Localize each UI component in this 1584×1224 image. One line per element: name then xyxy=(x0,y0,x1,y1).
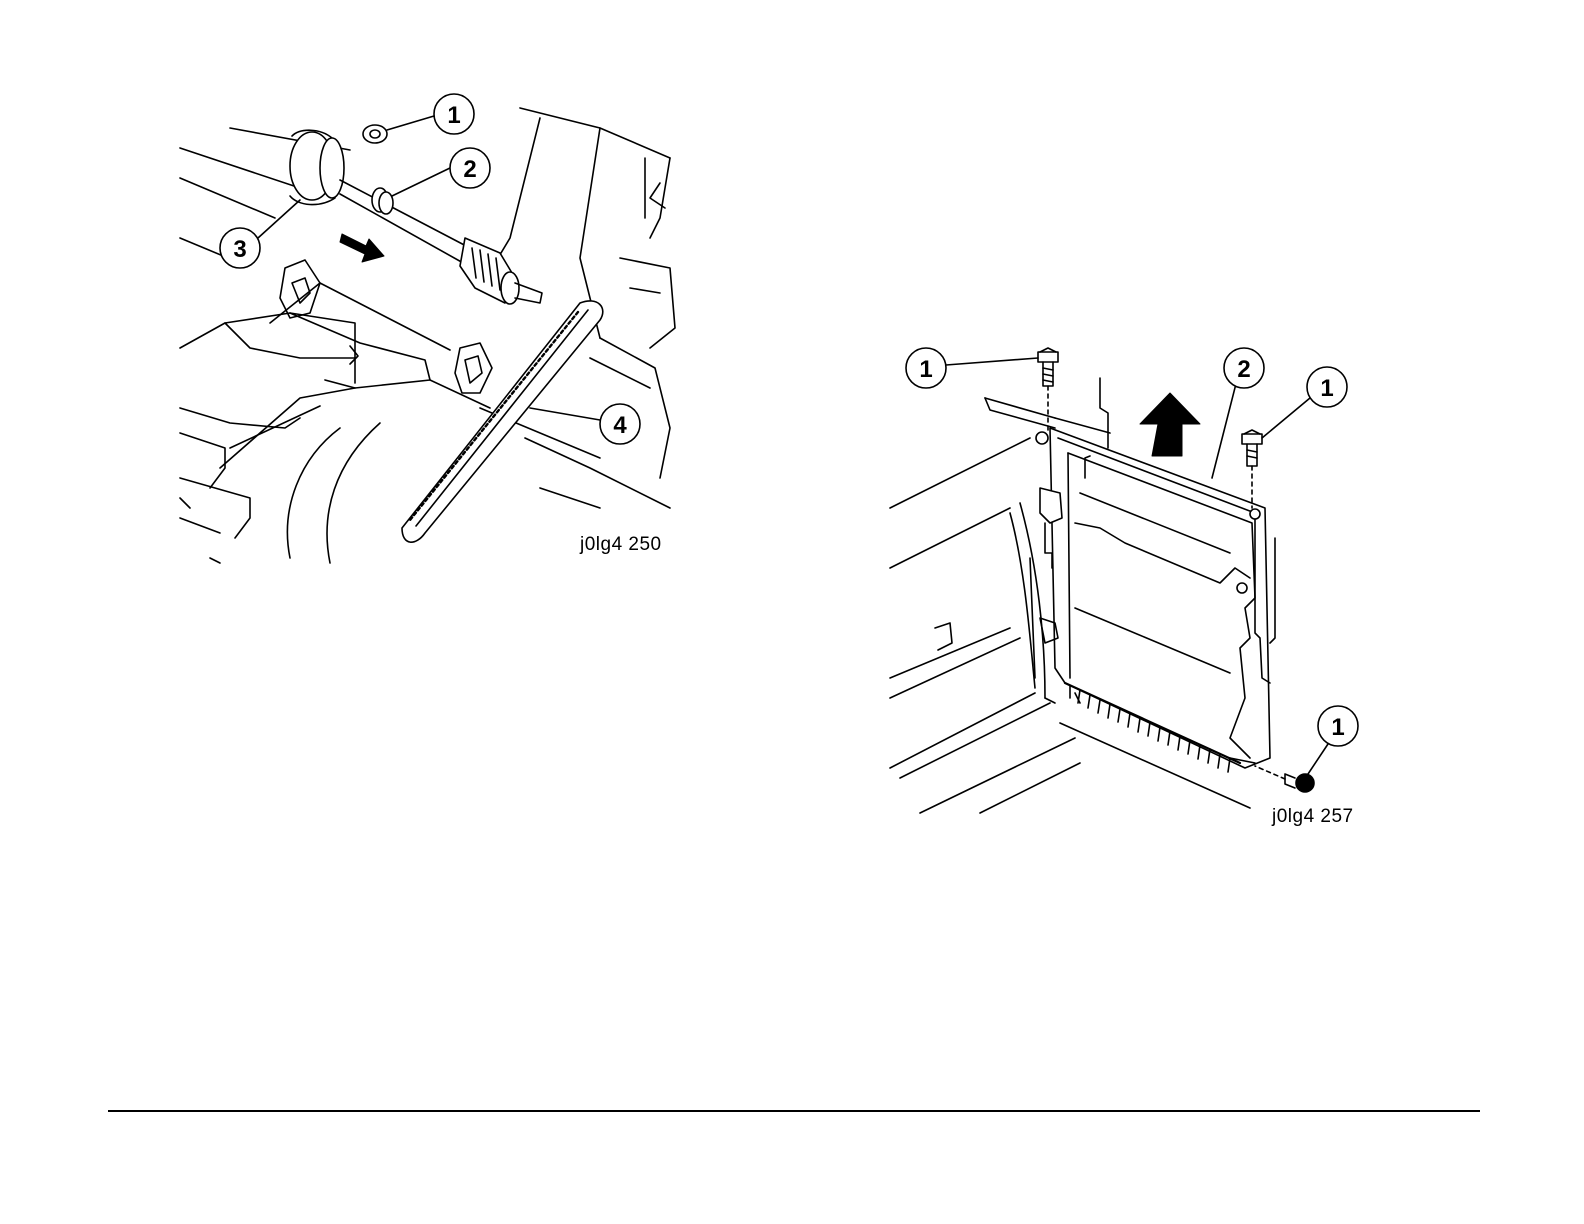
figure-1-callout-4: 4 xyxy=(600,404,640,444)
figure-1-id-label: j0lg4 250 xyxy=(580,534,662,556)
figure-1-callout-1: 1 xyxy=(434,94,474,134)
figure-1-housing xyxy=(180,313,430,563)
figure-2-drawing: 1 2 1 1 xyxy=(890,338,1390,838)
figure-1-callout-3: 3 xyxy=(220,228,260,268)
figure-2-screw-top-right xyxy=(1242,430,1262,508)
figure-1: 1 2 3 4 j0lg4 250 xyxy=(180,88,700,588)
figure-1-drawing: 1 2 3 4 xyxy=(180,88,700,588)
figure-2-callout-1-top-right: 1 xyxy=(1307,367,1347,407)
figure-2-callout-2-label: 2 xyxy=(1237,356,1250,383)
figure-1-shaft xyxy=(290,125,542,304)
figure-1-callout-4-label: 4 xyxy=(613,412,627,439)
figure-2-callout-1-label: 1 xyxy=(919,356,932,383)
figure-2-id-label: j0lg4 257 xyxy=(1272,806,1354,828)
figure-2-panel xyxy=(1030,428,1275,772)
figure-1-callout-3-label: 3 xyxy=(233,236,246,263)
figure-2-screw-bottom-right xyxy=(1255,766,1314,792)
figure-2-callout-1-bottom-right: 1 xyxy=(1318,706,1358,746)
figure-1-callout-1-label: 1 xyxy=(447,102,460,129)
figure-1-callout-2-label: 2 xyxy=(463,156,476,183)
figure-2-callout-2: 2 xyxy=(1224,348,1264,388)
figure-1-belt xyxy=(402,301,603,542)
figure-2-callout-1-top-left: 1 xyxy=(906,348,946,388)
footer-rule xyxy=(108,1110,1480,1112)
figure-2-screw-top-left xyxy=(1038,348,1058,433)
figure-1-callout-2: 2 xyxy=(450,148,490,188)
figure-2: 1 2 1 1 j0lg4 257 xyxy=(890,338,1390,838)
figure-2-callout-1b-label: 1 xyxy=(1320,375,1333,402)
figure-2-direction-arrow xyxy=(1140,393,1200,456)
figure-2-callout-1c-label: 1 xyxy=(1331,714,1344,741)
figure-1-direction-arrow xyxy=(340,234,384,262)
